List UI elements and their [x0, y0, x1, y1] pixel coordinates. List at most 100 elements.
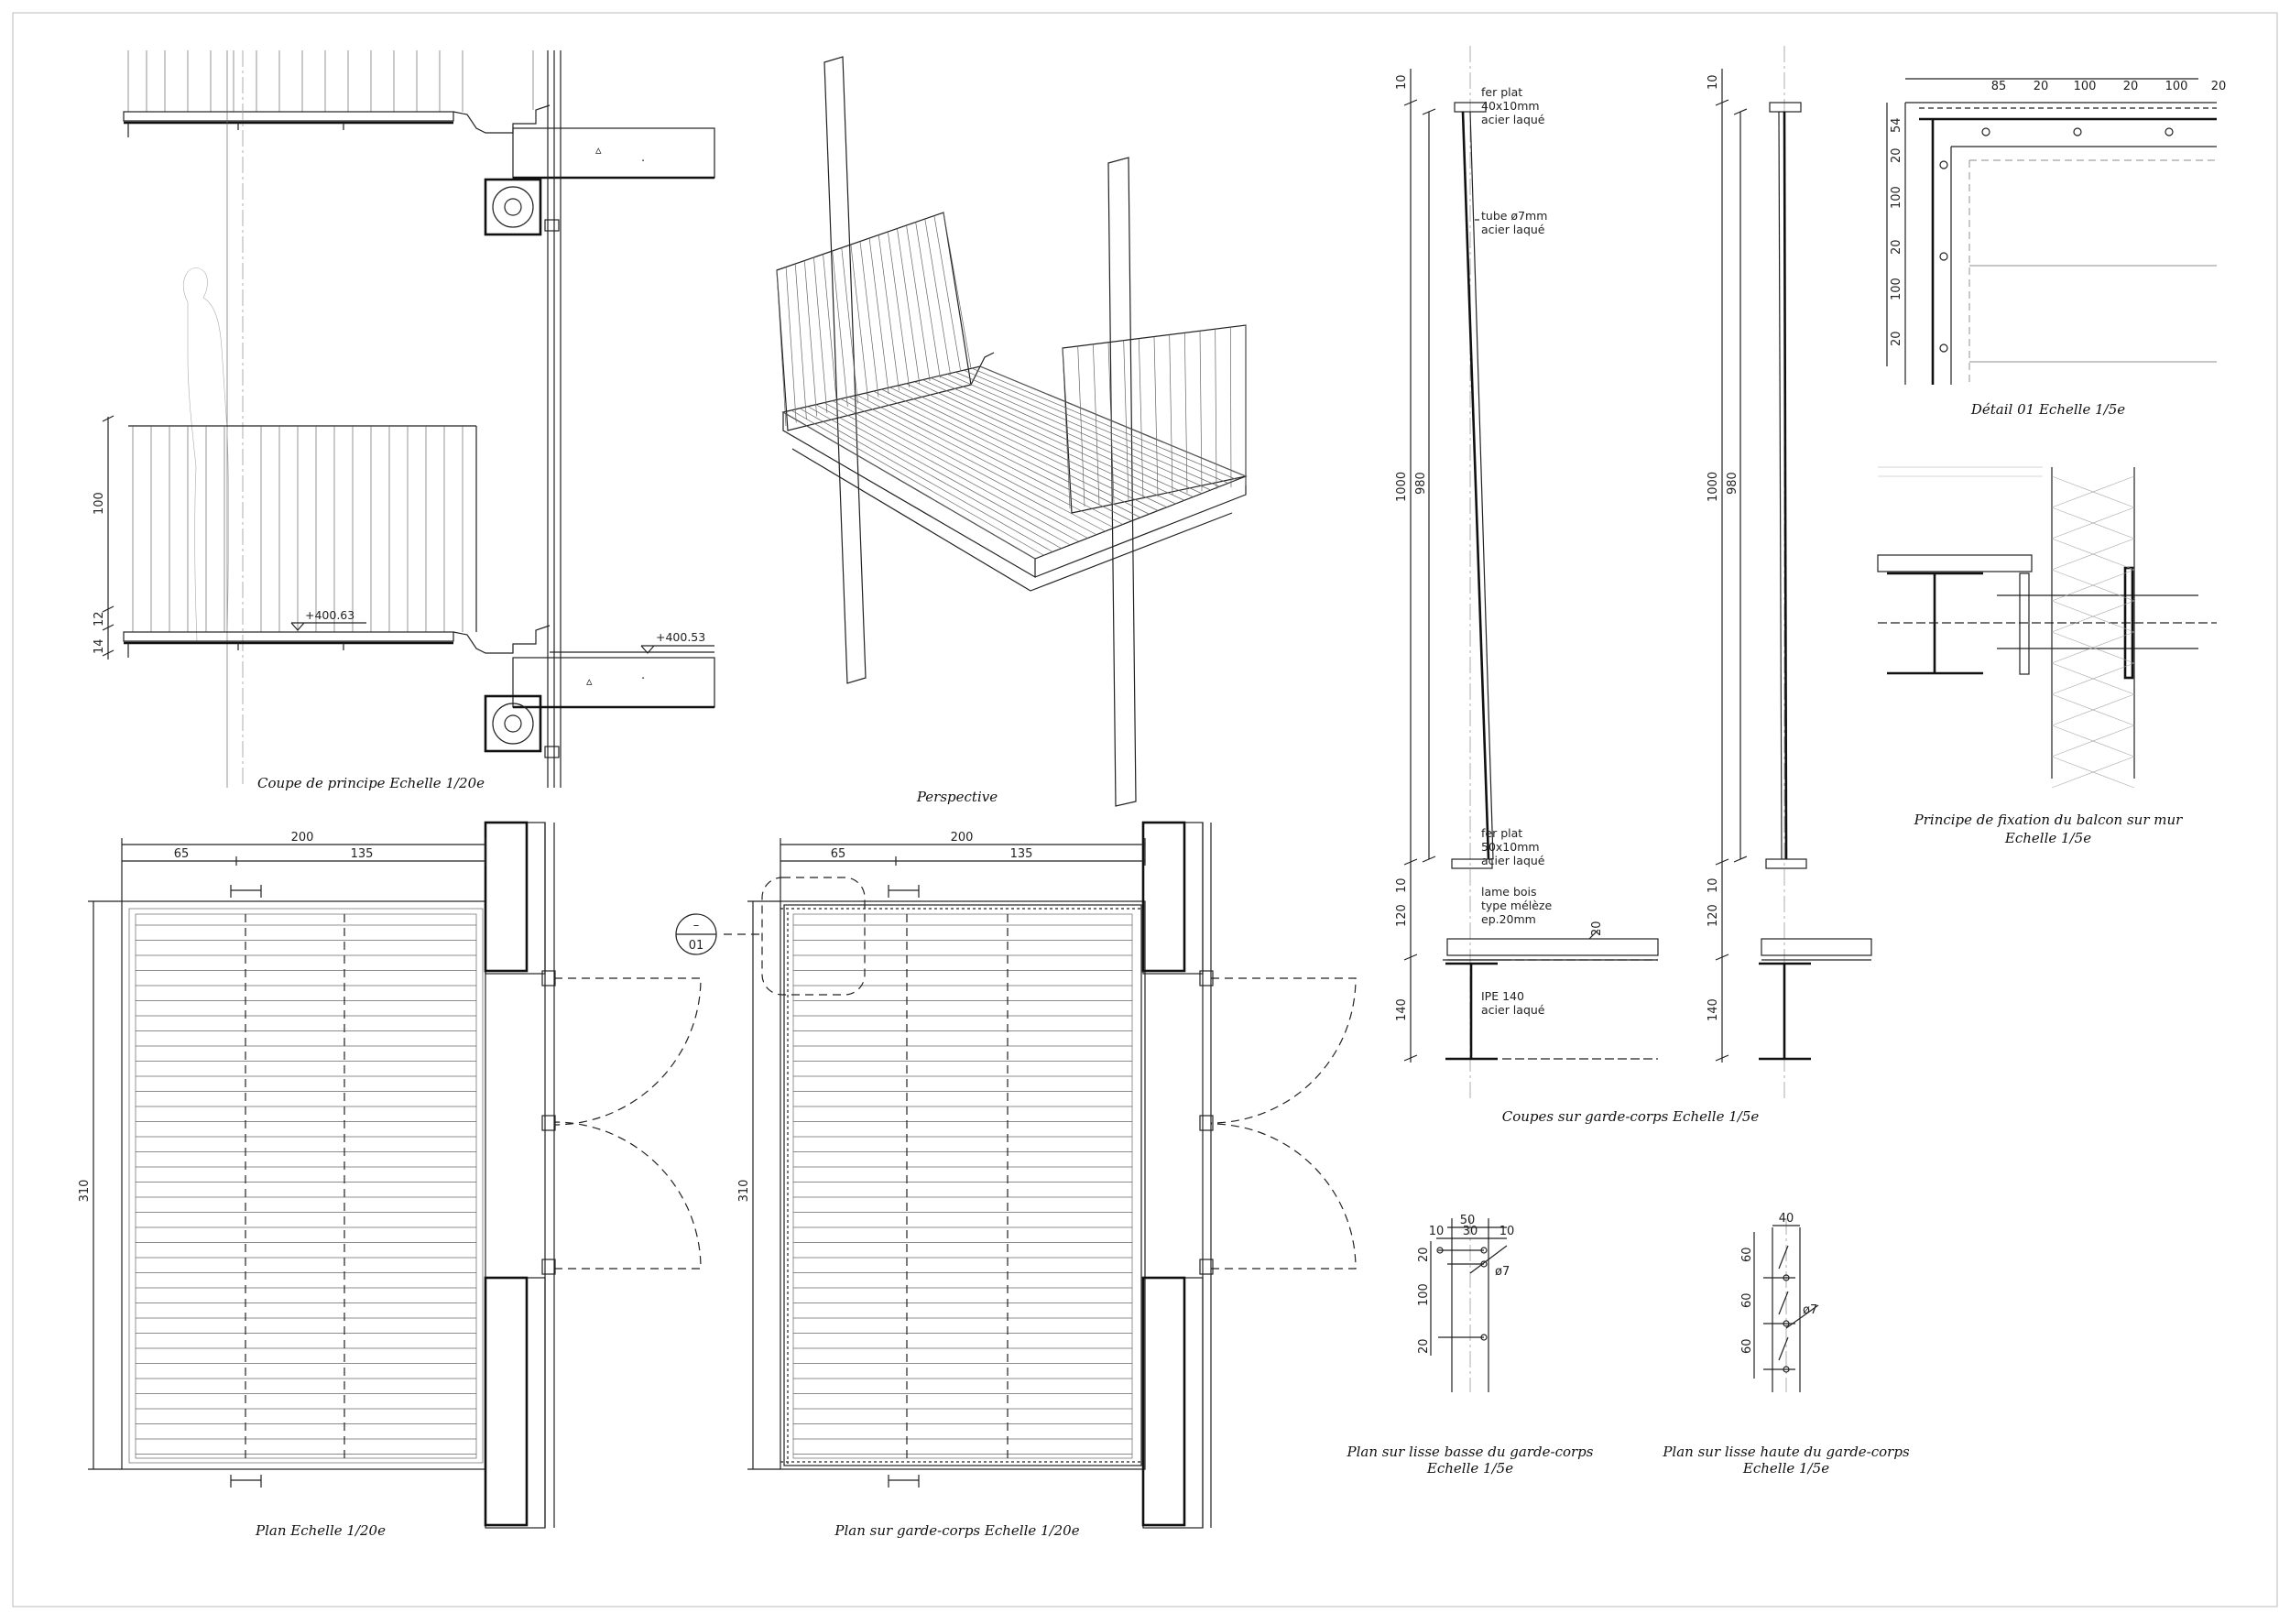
deck-board [848, 397, 1106, 532]
lisse-basse-plan: 50 10 30 10 ø7 20 100 20 Plan sur lisse … [1347, 1214, 1594, 1477]
railing-bar [1123, 340, 1129, 501]
lb-dim-100: 100 [1417, 1283, 1431, 1306]
railing-bar [823, 254, 838, 410]
caption-plan-gc: Plan sur garde-corps Echelle 1/20e [834, 1522, 1079, 1539]
caption-coupe: Coupe de principe Echelle 1/20e [257, 775, 485, 791]
deck-board [865, 392, 1123, 525]
caption-lisse-basse-1: Plan sur lisse basse du garde-corps [1347, 1444, 1594, 1460]
gc-dim-140: 140 [1395, 998, 1409, 1021]
fixation-detail: Principe de fixation du balcon sur mur E… [1877, 466, 2217, 846]
section-drawing: ▵· [93, 50, 715, 791]
d01-top-2: 100 [2074, 80, 2097, 93]
d01-top-4: 100 [2165, 80, 2188, 93]
railing-bar [933, 215, 962, 372]
lb-dim-20a: 20 [1417, 1247, 1431, 1262]
railing-bar [850, 244, 869, 401]
lh-dia: ø7 [1803, 1303, 1817, 1317]
railing-bar [906, 224, 931, 382]
railing-bar [868, 237, 889, 395]
upper-railing [127, 50, 463, 112]
deck-board [922, 379, 1185, 501]
railing-bar [915, 222, 941, 378]
hatch-line [2051, 507, 2135, 540]
hatch-line [2051, 756, 2135, 789]
deck-board [807, 406, 1062, 550]
caption-perspective: Perspective [916, 789, 998, 805]
gcplan-dim-left: 65 [831, 847, 846, 861]
ann-bot-flat-1: fer plat [1481, 826, 1522, 840]
d01-top-3: 20 [2123, 80, 2139, 93]
railing-bar [832, 250, 848, 408]
caption-lisse-haute-2: Echelle 1/5e [1742, 1460, 1829, 1477]
caption-plan: Plan Echelle 1/20e [255, 1522, 386, 1539]
dim-section-100: 100 [93, 492, 106, 515]
d01-top-1: 20 [2034, 80, 2049, 93]
railing-bar [859, 241, 879, 398]
hatch-line [2051, 725, 2135, 758]
plan-dim-right: 135 [351, 847, 374, 861]
gcplan-dim-right: 135 [1010, 847, 1033, 861]
lisse-haute-plan: 40 ø7 60 60 60 Plan sur lisse haute du g… [1662, 1212, 1910, 1477]
deck-board [939, 376, 1203, 495]
svg-text:·: · [641, 155, 645, 169]
deck-board [840, 398, 1097, 536]
d01-side-3: 20 [1890, 239, 1903, 255]
railing-bar [887, 231, 911, 388]
lower-railing [128, 425, 477, 632]
plan-dim-depth: 310 [78, 1180, 92, 1203]
deck-board [856, 394, 1115, 529]
d01-side-1: 20 [1890, 147, 1903, 163]
gc-dim-980: 980 [1414, 472, 1428, 495]
deck-board [889, 387, 1150, 515]
deck-board [815, 404, 1071, 546]
plan-dim-total: 200 [291, 831, 314, 845]
level-floor: +400.53 [656, 630, 705, 644]
caption-lisse-haute-1: Plan sur lisse haute du garde-corps [1662, 1444, 1910, 1460]
deck-board [947, 374, 1211, 491]
gc2-dim-120: 120 [1707, 904, 1720, 927]
ann-ipe-2: acier laqué [1481, 1003, 1545, 1017]
caption-detail01: Détail 01 Echelle 1/5e [1970, 401, 2125, 418]
gc2-dim-980: 980 [1726, 472, 1739, 495]
lb-dia: ø7 [1495, 1265, 1510, 1279]
lb-dim-50: 50 [1460, 1214, 1476, 1227]
ann-top-flat-2: 40x10mm [1481, 99, 1540, 113]
insulation-hatch [2051, 475, 2135, 789]
perspective-drawing: Perspective [776, 56, 1248, 807]
gc2-dim-1000: 1000 [1707, 472, 1720, 502]
dim-section-14: 14 [93, 638, 106, 654]
ann-wood-3: ep.20mm [1481, 912, 1536, 926]
lh-dim-40: 40 [1779, 1212, 1794, 1226]
railing-bar [878, 234, 900, 391]
svg-text:▵: ▵ [595, 144, 602, 158]
detail-01: 85 20 100 20 100 20 54 20 100 20 100 20 … [1886, 78, 2227, 418]
deck-board [979, 365, 1247, 477]
railing-bar [785, 267, 797, 423]
ann-tube-2: acier laqué [1481, 223, 1545, 236]
hatch-line [2051, 662, 2135, 695]
ann-ipe-1: IPE 140 [1481, 989, 1524, 1003]
railing-bar [1138, 338, 1144, 499]
railing-bar [1229, 327, 1232, 488]
detail-marker-top: – [693, 919, 700, 932]
deck-board [881, 388, 1141, 518]
deck-board [954, 371, 1220, 487]
level-balcony: +400.63 [305, 608, 354, 622]
sheet-border [12, 12, 2278, 1608]
railing-bar [794, 263, 807, 420]
hatch-line [2051, 631, 2135, 664]
deck-board [906, 383, 1167, 508]
deck-board [782, 411, 1036, 560]
hatch-line [2051, 569, 2135, 602]
plan-railing-drawing: – 01 200 65 135 310 Plan sur garde-corps… [675, 821, 1357, 1539]
railing-bar [1107, 342, 1115, 503]
plan-slats [136, 924, 476, 1455]
lh-dim-60c: 60 [1740, 1338, 1754, 1354]
gcplan-dim-total: 200 [951, 831, 974, 845]
d01-top-5: 20 [2211, 80, 2227, 93]
ann-bot-flat-3: acier laqué [1481, 854, 1545, 867]
caption-coupes-gc: Coupes sur garde-corps Echelle 1/5e [1502, 1108, 1760, 1125]
caption-fixation-2: Echelle 1/5e [2004, 830, 2091, 846]
d01-side-5: 20 [1890, 331, 1903, 346]
